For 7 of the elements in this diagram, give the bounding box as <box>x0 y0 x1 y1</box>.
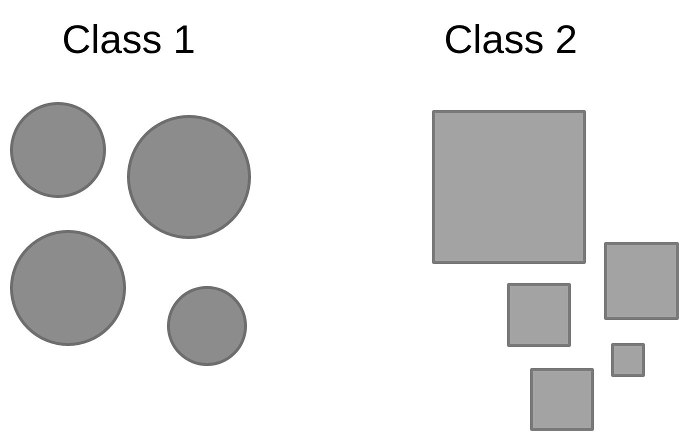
square-shape <box>507 283 571 347</box>
square-shape <box>604 242 679 320</box>
square-shape <box>432 110 586 264</box>
square-shape <box>611 343 645 377</box>
square-shape <box>530 368 594 431</box>
class-heading: Class 1 <box>62 18 196 63</box>
class-heading: Class 2 <box>444 18 578 63</box>
